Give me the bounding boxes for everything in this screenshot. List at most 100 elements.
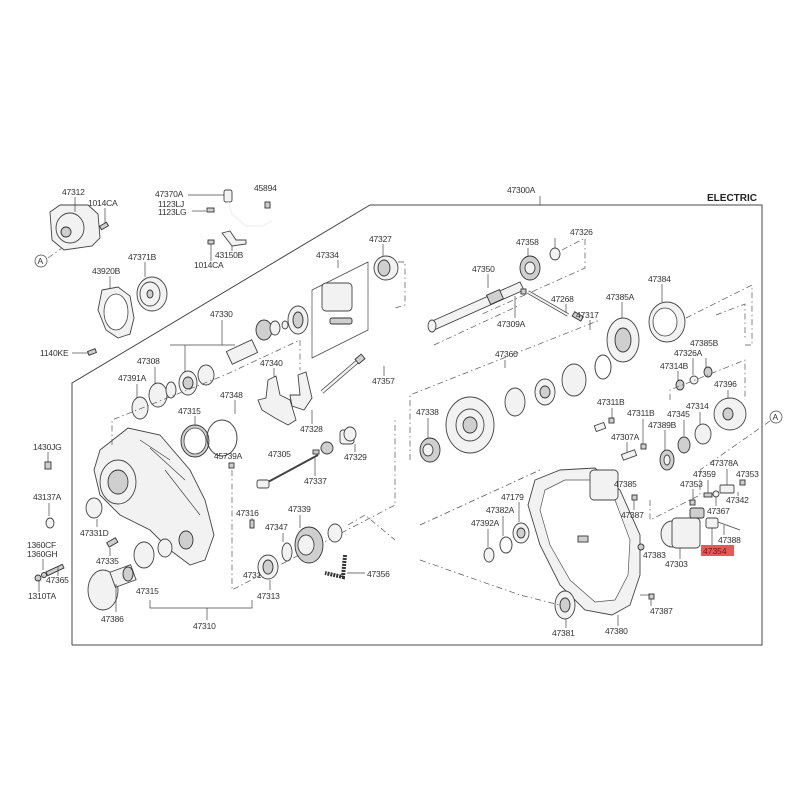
label-47386: 47386 [101,614,124,624]
part-47360-clutch-assembly[interactable] [445,354,612,454]
label-47384: 47384 [648,274,671,284]
part-47326-washer[interactable] [549,247,561,261]
part-47268-vent-tube[interactable] [527,290,569,317]
part-43137A-ring[interactable] [45,517,55,529]
part-47329-selector[interactable] [339,426,357,445]
part-47358-tone-wheel[interactable] [519,255,541,281]
part-47385A-bearing[interactable] [606,317,640,363]
label-1123LJ: 1123LJ [158,199,184,209]
part-47313-bearing[interactable] [257,554,279,580]
part-47314-seal[interactable] [694,423,712,445]
part-47311B-plug-a[interactable] [608,417,615,424]
label-1014CA-a: 1014CA [88,198,118,208]
label-1360CF: 1360CF [27,540,56,550]
part-47307A-spring[interactable] [620,449,638,461]
label-47334: 47334 [316,250,339,260]
part-47334-clutch-frame[interactable] [311,261,369,359]
part-47359-clip[interactable] [703,492,713,498]
label-47345: 47345 [667,409,690,419]
label-47385: 47385 [614,479,637,489]
part-45894-bolt[interactable] [264,201,271,209]
label-47385A: 47385A [606,292,635,302]
part-47328-shift-fork[interactable] [289,371,313,411]
part-seal-ring[interactable] [327,523,343,543]
part-47384-retainer[interactable] [648,301,686,343]
part-47353-bolt-a[interactable] [739,479,746,486]
part-47340-shift-fork[interactable] [257,375,297,426]
part-47327-sprocket[interactable] [373,255,399,281]
part-47380-rear-case[interactable] [527,467,641,616]
label-1360GH: 1360GH [27,549,58,559]
label-47388: 47388 [718,535,741,545]
part-47382A-snap-ring[interactable] [499,536,513,554]
label-47347: 47347 [265,522,288,532]
part-seal-47315-b[interactable] [133,541,155,569]
part-dowel[interactable] [593,421,607,433]
part-47331D-seal[interactable] [85,497,103,519]
part-47179-bearing[interactable] [512,522,530,544]
part-47396-flange[interactable] [713,397,747,431]
part-47317-fitting[interactable] [571,311,584,322]
label-47311B-a: 47311B [597,397,625,407]
part-47354-position-sensor[interactable] [705,517,741,531]
part-47370A-tube[interactable] [206,189,273,227]
part-43150B-bracket[interactable] [207,230,247,247]
part-47338-gear[interactable] [419,437,441,463]
part-47378A-bracket[interactable] [719,484,735,494]
label-47383: 47383 [643,550,666,560]
part-47385B-nut[interactable] [703,366,713,378]
part-47310-case[interactable] [93,427,215,566]
part-47315-ring-gear[interactable] [180,424,210,458]
part-47356-chain[interactable] [324,554,347,580]
part-47389B-bearing[interactable] [659,449,675,471]
part-43920B-gasket[interactable] [97,286,135,339]
part-47371B-plate[interactable] [136,276,168,312]
label-47314: 47314 [686,401,709,411]
part-47381-bearing[interactable] [554,590,576,620]
part-1430JG-plug[interactable] [44,461,52,470]
label-47317: 47317 [576,310,599,320]
label-47316-a: 47316 [243,570,266,580]
part-47303-shift-motor[interactable] [660,507,705,549]
part-47309A-plug[interactable] [520,288,527,295]
part-bearing-47316[interactable] [178,530,194,550]
part-bearing-47315-b[interactable] [157,538,173,558]
part-47353-bolt-b[interactable] [689,499,696,506]
part-47330-shaft[interactable] [225,305,309,365]
label-47350: 47350 [472,264,495,274]
part-47357-rail[interactable] [320,353,366,394]
part-47316-dowel[interactable] [249,519,255,529]
part-1140KE-bolt[interactable] [86,348,98,356]
label-47313: 47313 [257,591,280,601]
part-47383-plug[interactable] [637,543,645,551]
part-47365-stud[interactable] [34,563,65,582]
part-47305-shift-rail[interactable] [256,454,319,489]
label-47327: 47327 [369,234,392,244]
part-47367-oring[interactable] [712,490,720,498]
part-47391A-snap-ring[interactable] [131,396,149,420]
part-45739A-pin[interactable] [228,462,235,469]
label-47328-a: 47328 [300,424,323,434]
part-47347-snap-ring[interactable] [281,542,293,562]
part-47386-flange[interactable] [87,564,137,611]
part-47326A-washer[interactable] [689,375,699,385]
label-47354: 47354 [703,546,727,556]
part-47314B-seal[interactable] [675,379,685,391]
part-47392A-seal[interactable] [483,547,495,563]
part-47339-drive-sprocket[interactable] [294,526,324,564]
part-47311B-plug-b[interactable] [640,443,647,450]
part-47308-bearing-set[interactable] [148,364,215,408]
label-47268: 47268 [551,294,574,304]
part-47348-snap-ring[interactable] [206,419,238,457]
highlighted-part-callout[interactable]: 47354 [701,545,734,556]
label-47342: 47342 [726,495,749,505]
part-47387-bolt-b[interactable] [648,593,655,600]
part-47345-bearing[interactable] [677,436,691,454]
part-47337-pin[interactable] [312,449,320,455]
part-47312-mount[interactable] [49,204,101,251]
part-47335-spring[interactable] [106,537,119,548]
part-ring-seal[interactable] [320,441,334,455]
svg-text:A: A [38,256,44,266]
part-47385-bolt[interactable] [631,494,638,501]
